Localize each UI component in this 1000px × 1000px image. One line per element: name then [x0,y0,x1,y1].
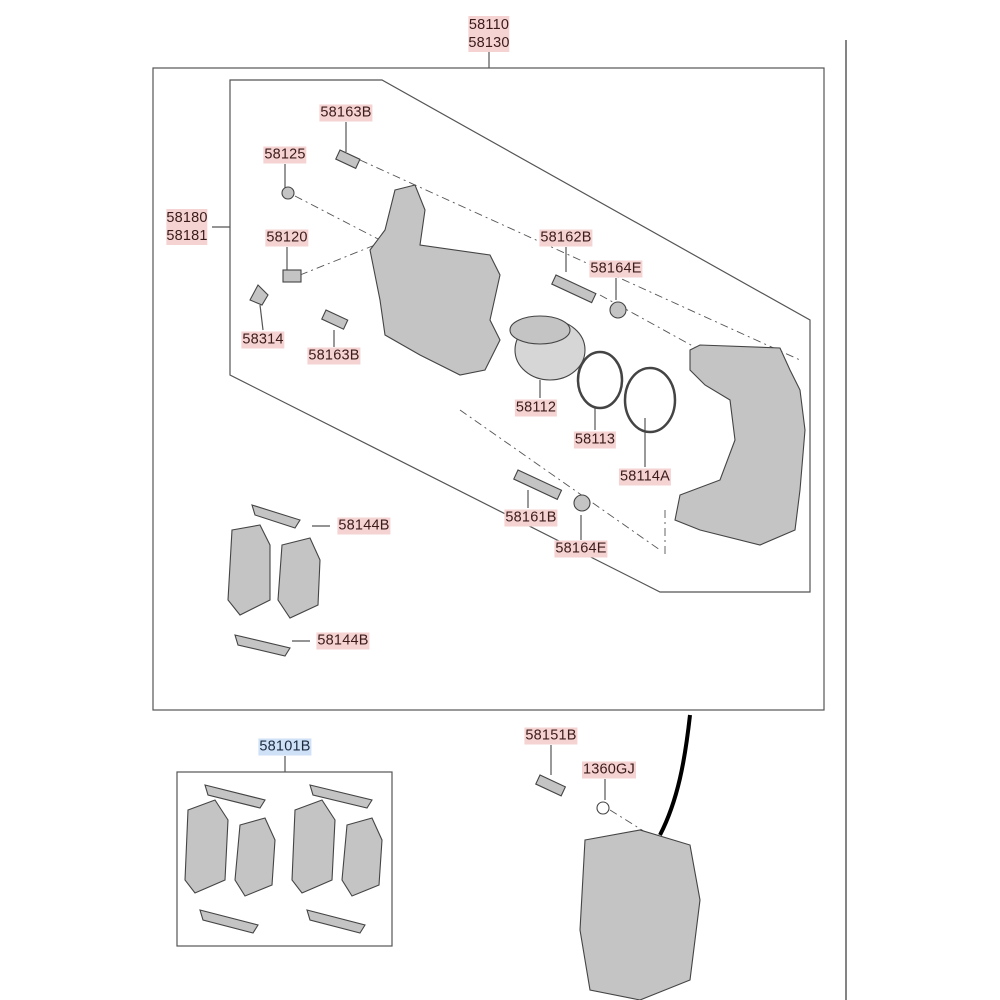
label-guide-pin-upper[interactable]: 58162B [539,229,593,247]
caliper-frame [229,79,811,593]
caliper-assembly [579,829,701,1000]
label-shim-lower[interactable]: 58144B [316,632,370,650]
label-washer[interactable]: 1360GJ [582,761,636,779]
label-piston-seal[interactable]: 58113 [573,431,617,449]
bolt-part [335,149,361,170]
piston-seal [576,350,624,410]
label-bleeder-cap[interactable]: 58314 [241,331,285,349]
label-piston-boot[interactable]: 58114A [618,468,672,486]
label-boot-lower[interactable]: 58164E [554,540,608,558]
label-mount-bolt[interactable]: 58151B [524,727,578,745]
label-bleeder[interactable]: 58120 [265,229,309,247]
label-bolt-top[interactable]: 58163B [319,104,373,122]
boot-part [609,301,627,319]
label-boot-upper[interactable]: 58164E [589,260,643,278]
piston [509,315,586,381]
guide-pin-part [513,469,563,501]
bleeder-cap-part [249,284,269,306]
guide-pin-part [551,274,597,304]
label-guide-pin-lower[interactable]: 58161B [504,509,558,527]
boot-part [573,494,591,512]
label-pad-kit[interactable]: 58101B [258,738,312,756]
bleeder-part [282,269,302,283]
piston-boot [623,366,677,434]
label-bolt-lower[interactable]: 58163B [307,347,361,365]
pointer-line [658,714,692,836]
cap-part [281,186,295,200]
caliper-body [369,184,501,376]
bolt-part [321,309,349,330]
caliper-bracket [674,344,806,546]
washer-part [596,801,610,815]
label-cap[interactable]: 58125 [263,146,307,164]
label-piston[interactable]: 58112 [514,399,558,417]
label-shim-upper[interactable]: 58144B [337,517,391,535]
mount-bolt-part [535,774,567,797]
brake-pads [184,504,383,934]
